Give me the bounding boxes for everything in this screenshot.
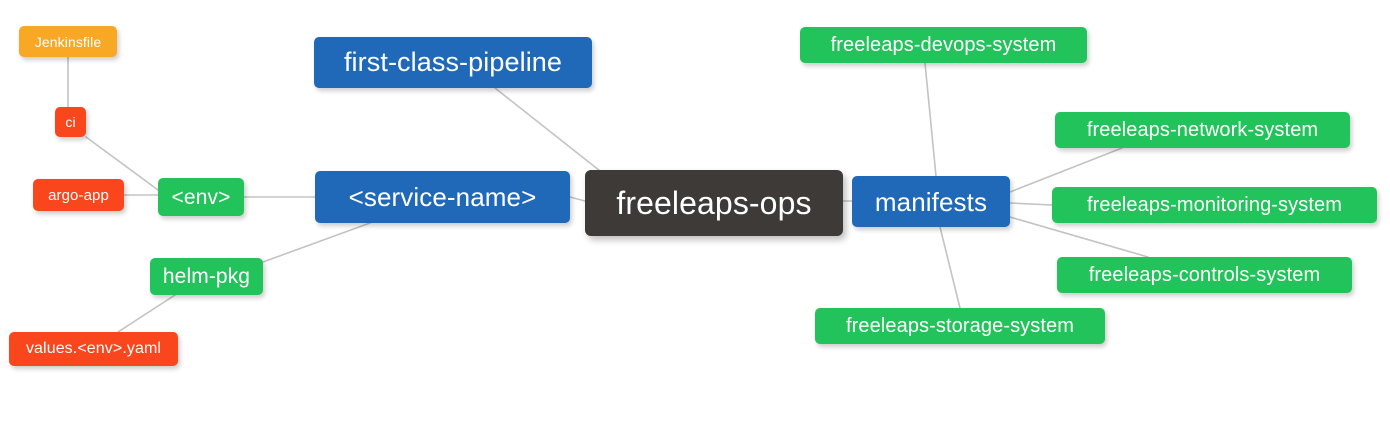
edge-freeleaps-ops-to-service-name bbox=[569, 196, 586, 202]
edge-manifests-to-freeleaps-devops-system bbox=[924, 62, 937, 177]
node-argo-app[interactable]: argo-app bbox=[33, 179, 124, 211]
node-label: ci bbox=[65, 114, 76, 130]
node-label: helm-pkg bbox=[162, 265, 251, 288]
node-values-env-yaml[interactable]: values.<env>.yaml bbox=[9, 332, 178, 366]
node-freeleaps-network-system[interactable]: freeleaps-network-system bbox=[1055, 112, 1350, 148]
edge-service-name-to-helm-pkg bbox=[262, 222, 371, 263]
node-helm-pkg[interactable]: helm-pkg bbox=[150, 258, 263, 295]
node-label: Jenkinsfile bbox=[34, 33, 102, 50]
node-label: <service-name> bbox=[348, 182, 537, 212]
node-label: freeleaps-monitoring-system bbox=[1086, 194, 1342, 216]
node-label: freeleaps-storage-system bbox=[845, 315, 1075, 337]
node-freeleaps-monitoring-system[interactable]: freeleaps-monitoring-system bbox=[1052, 187, 1377, 223]
node-service-name[interactable]: <service-name> bbox=[315, 171, 570, 223]
node-label: first-class-pipeline bbox=[343, 47, 563, 77]
node-jenkinsfile[interactable]: Jenkinsfile bbox=[19, 26, 117, 57]
node-label: freeleaps-network-system bbox=[1086, 119, 1319, 141]
edge-manifests-to-freeleaps-storage-system bbox=[939, 226, 961, 309]
node-label: argo-app bbox=[48, 186, 109, 204]
node-label: freeleaps-devops-system bbox=[830, 34, 1057, 56]
node-label: values.<env>.yaml bbox=[25, 340, 162, 357]
node-freeleaps-devops-system[interactable]: freeleaps-devops-system bbox=[800, 27, 1087, 63]
edge-manifests-to-freeleaps-network-system bbox=[1009, 147, 1123, 193]
node-label: manifests bbox=[874, 186, 988, 217]
edge-manifests-to-freeleaps-controls-system bbox=[1009, 216, 1149, 258]
node-first-class-pipeline[interactable]: first-class-pipeline bbox=[314, 37, 592, 88]
node-freeleaps-controls-system[interactable]: freeleaps-controls-system bbox=[1057, 257, 1352, 293]
edge-freeleaps-ops-to-first-class-pipeline bbox=[494, 87, 615, 183]
edge-manifests-to-freeleaps-monitoring-system bbox=[1009, 202, 1053, 206]
node-label: freeleaps-controls-system bbox=[1088, 264, 1321, 286]
node-manifests[interactable]: manifests bbox=[852, 176, 1010, 227]
node-label: <env> bbox=[171, 185, 231, 209]
edge-helm-pkg-to-values-env-yaml bbox=[117, 294, 176, 333]
node-env[interactable]: <env> bbox=[158, 178, 244, 216]
node-label: freeleaps-ops bbox=[616, 185, 812, 221]
node-freeleaps-storage-system[interactable]: freeleaps-storage-system bbox=[815, 308, 1105, 344]
node-freeleaps-ops[interactable]: freeleaps-ops bbox=[585, 170, 843, 236]
node-ci[interactable]: ci bbox=[55, 107, 86, 137]
